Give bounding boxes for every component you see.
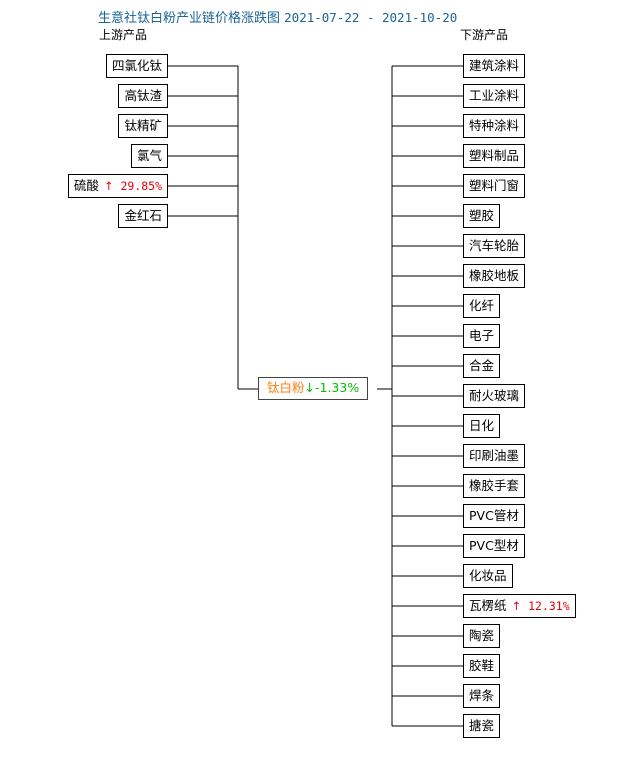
- down-node-label: PVC管材: [469, 508, 519, 523]
- down-node-label: 陶瓷: [469, 628, 495, 643]
- page-title: 生意社钛白粉产业链价格涨跌图 2021-07-22 - 2021-10-20: [98, 7, 457, 26]
- down-node-label: 特种涂料: [469, 118, 520, 133]
- down-node-label: 焊条: [469, 688, 495, 703]
- down-node-14[interactable]: 印刷油墨: [463, 444, 526, 468]
- down-node-label: 工业涂料: [469, 88, 520, 103]
- down-node-label: 橡胶地板: [469, 268, 520, 283]
- down-node-19[interactable]: 瓦楞纸 ↑ 12.31%: [463, 594, 576, 618]
- down-node-7[interactable]: 汽车轮胎: [463, 234, 526, 258]
- down-node-label: 塑料门窗: [469, 178, 520, 193]
- down-node-1[interactable]: 建筑涂料: [463, 54, 526, 78]
- center-node-label: 钛白粉: [267, 380, 305, 395]
- title-date-range: 2021-07-22 - 2021-10-20: [284, 10, 458, 25]
- down-node-label: 塑料制品: [469, 148, 520, 163]
- down-node-18[interactable]: 化妆品: [463, 564, 513, 588]
- down-node-label: 瓦楞纸: [469, 598, 507, 613]
- down-node-label: 胶鞋: [469, 658, 495, 673]
- down-node-label: 合金: [469, 358, 495, 373]
- arrow-up-icon: ↑: [103, 179, 114, 193]
- down-node-13[interactable]: 日化: [463, 414, 501, 438]
- up-node-change-value: 29.85%: [120, 179, 162, 193]
- down-node-change: ↑ 12.31%: [512, 599, 570, 613]
- down-node-label: 化纤: [469, 298, 495, 313]
- down-node-8[interactable]: 橡胶地板: [463, 264, 526, 288]
- center-node-change: ↓-1.33%: [304, 380, 360, 395]
- upstream-column-header: 上游产品: [99, 28, 148, 42]
- down-node-label: 印刷油墨: [469, 448, 520, 463]
- up-node-1[interactable]: 四氯化钛: [105, 54, 168, 78]
- up-node-change: ↑ 29.85%: [104, 179, 162, 193]
- down-node-15[interactable]: 橡胶手套: [463, 474, 526, 498]
- down-node-label: 电子: [469, 328, 495, 343]
- down-node-label: 建筑涂料: [469, 58, 520, 73]
- down-node-6[interactable]: 塑胶: [463, 204, 501, 228]
- up-node-label: 硫酸: [73, 178, 99, 193]
- down-node-11[interactable]: 合金: [463, 354, 501, 378]
- down-node-3[interactable]: 特种涂料: [463, 114, 526, 138]
- down-node-22[interactable]: 焊条: [463, 684, 501, 708]
- down-node-2[interactable]: 工业涂料: [463, 84, 526, 108]
- up-node-label: 四氯化钛: [111, 58, 162, 73]
- down-node-label: 汽车轮胎: [469, 238, 520, 253]
- down-node-label: 搪瓷: [469, 718, 495, 733]
- arrow-up-icon: ↑: [511, 599, 522, 613]
- down-node-label: 塑胶: [469, 208, 495, 223]
- up-node-label: 氯气: [136, 148, 162, 163]
- up-node-3[interactable]: 钛精矿: [118, 114, 168, 138]
- downstream-column-header: 下游产品: [460, 28, 509, 42]
- down-node-23[interactable]: 搪瓷: [463, 714, 501, 738]
- up-node-label: 金红石: [124, 208, 162, 223]
- down-node-21[interactable]: 胶鞋: [463, 654, 501, 678]
- up-node-label: 高钛渣: [124, 88, 162, 103]
- down-node-5[interactable]: 塑料门窗: [463, 174, 526, 198]
- down-node-label: 化妆品: [469, 568, 507, 583]
- down-node-10[interactable]: 电子: [463, 324, 501, 348]
- down-node-12[interactable]: 耐火玻璃: [463, 384, 526, 408]
- down-node-16[interactable]: PVC管材: [463, 504, 525, 528]
- up-node-label: 钛精矿: [124, 118, 162, 133]
- center-node-titanium-dioxide[interactable]: 钛白粉↓-1.33%: [258, 377, 369, 400]
- down-node-9[interactable]: 化纤: [463, 294, 501, 318]
- up-node-6[interactable]: 金红石: [118, 204, 168, 228]
- up-node-2[interactable]: 高钛渣: [118, 84, 168, 108]
- down-node-label: PVC型材: [469, 538, 519, 553]
- up-node-4[interactable]: 氯气: [130, 144, 168, 168]
- down-node-change-value: 12.31%: [528, 599, 570, 613]
- down-node-20[interactable]: 陶瓷: [463, 624, 501, 648]
- down-node-4[interactable]: 塑料制品: [463, 144, 526, 168]
- up-node-5[interactable]: 硫酸 ↑ 29.85%: [67, 174, 168, 198]
- down-node-label: 日化: [469, 418, 495, 433]
- down-node-17[interactable]: PVC型材: [463, 534, 525, 558]
- down-node-label: 橡胶手套: [469, 478, 520, 493]
- title-main: 生意社钛白粉产业链价格涨跌图: [98, 11, 281, 26]
- down-node-label: 耐火玻璃: [469, 388, 520, 403]
